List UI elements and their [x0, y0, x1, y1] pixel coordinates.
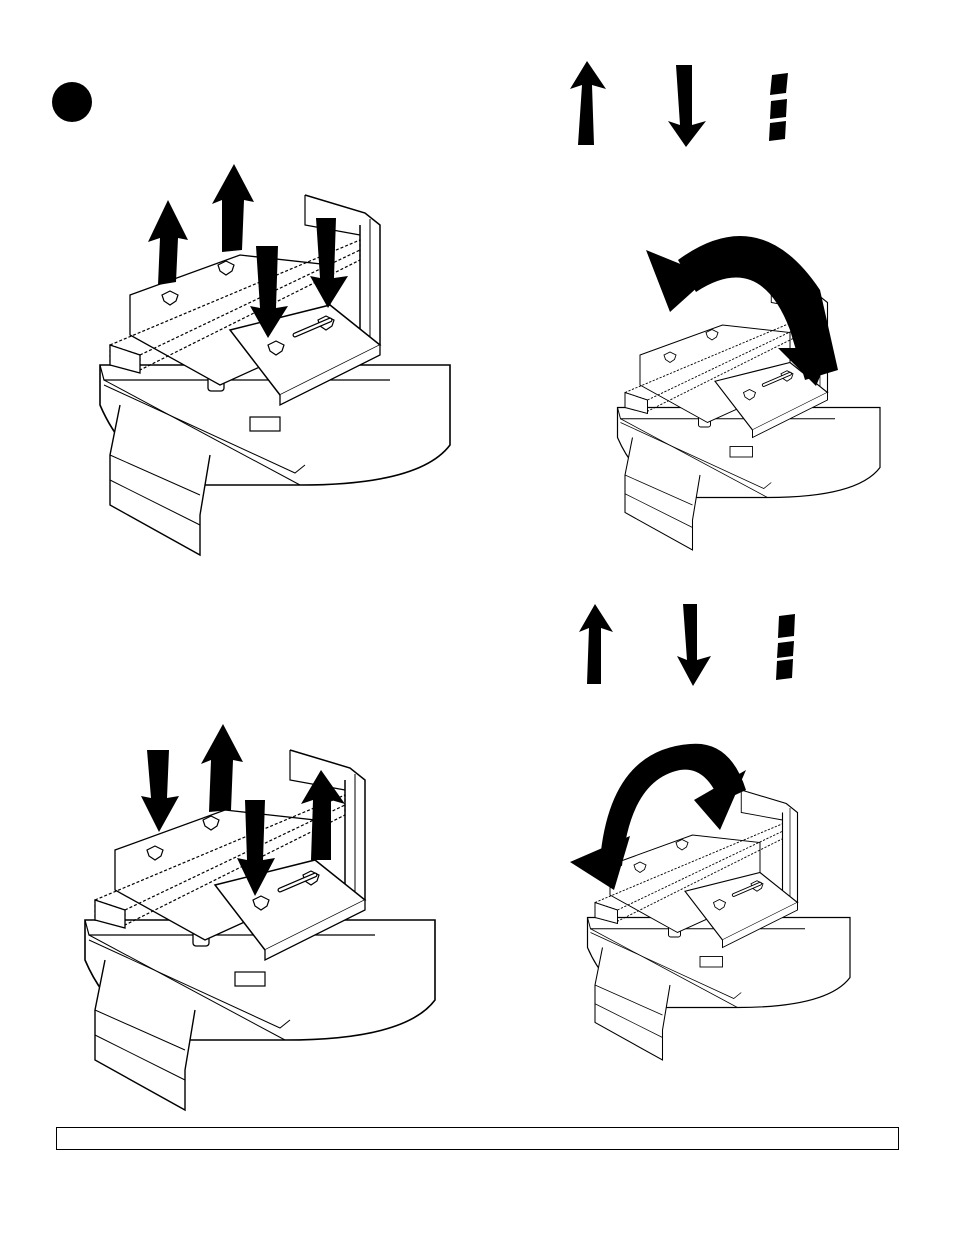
- arrow-up-icon: [212, 164, 254, 252]
- panel-top-right: [600, 220, 900, 530]
- equals-bars-icon: [776, 614, 795, 680]
- arrow-up-icon: [201, 724, 243, 812]
- arrow-up-icon: [579, 604, 613, 684]
- panel-top-left: [90, 160, 450, 570]
- arrow-up-icon: [148, 200, 188, 285]
- legend-row-1: [560, 55, 800, 155]
- legend-row-2: [565, 598, 805, 690]
- panel-bottom-left: [75, 720, 435, 1130]
- arrow-down-icon: [677, 604, 711, 686]
- arrow-down-icon: [141, 750, 179, 832]
- panel-bottom-right: [570, 740, 870, 1090]
- arrow-down-icon: [668, 65, 706, 147]
- note-box: [56, 1127, 899, 1150]
- step-number-badge: [52, 82, 92, 122]
- mount-drawing: [618, 280, 881, 550]
- equals-bars-icon: [769, 73, 788, 141]
- arrow-up-icon: [570, 61, 606, 145]
